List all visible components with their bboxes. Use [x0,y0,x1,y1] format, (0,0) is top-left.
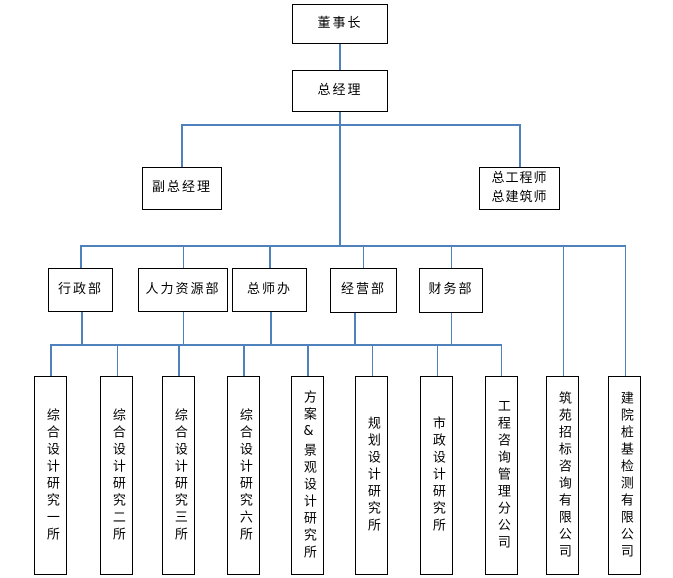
org-node-dept-human-resources: 人力资源部 [138,268,228,312]
division-label: 综合设计研究一所 [43,407,59,544]
division-label: 方案&景观设计研究所 [300,389,316,562]
org-node-division-zhuyuan-bidding: 筑苑招标咨询有限公司 [546,376,579,575]
org-node-chief-engineer-architect: 总工程师 总建筑师 [479,167,560,210]
connector-drop-division-4 [243,344,245,376]
connector-drop-dept-3 [269,246,271,269]
connector-departments-horizontal [80,245,626,247]
org-node-division-municipal-design: 市政设计研究所 [420,376,453,575]
org-node-division-engineering-consulting: 工程咨询管理分公司 [485,376,518,575]
org-node-chairman: 董事长 [292,4,388,44]
org-node-general-manager: 总经理 [292,70,388,112]
division-label: 综合设计研究六所 [236,407,252,544]
connector-divisions-horizontal [50,344,502,346]
org-node-division-design-institute-3: 综合设计研究三所 [162,376,195,575]
org-node-division-design-institute-6: 综合设计研究六所 [227,376,260,575]
org-node-dept-finance: 财务部 [419,268,483,313]
division-label: 建院桩基检测有限公司 [617,390,633,561]
connector-dept-2-down [182,311,184,345]
org-node-division-planning-design: 规划设计研究所 [355,376,388,575]
org-node-division-design-institute-2: 综合设计研究二所 [100,376,133,575]
org-node-dept-chief-engineer-office: 总师办 [232,268,307,312]
connector-drop-dept-4 [362,246,364,269]
chief-architect-label: 总建筑师 [491,189,548,205]
org-node-division-design-institute-1: 综合设计研究一所 [34,376,67,575]
connector-dept-5-down [450,312,452,345]
connector-drop-division-9 [562,246,564,376]
org-node-deputy-general-manager: 副总经理 [142,167,222,210]
connector-drop-dept-1 [80,246,82,269]
connector-drop-deputy [181,124,183,167]
connector-drop-chief [519,124,521,167]
connector-drop-division-5 [307,344,309,376]
connector-drop-division-3 [178,344,180,376]
org-node-division-scheme-landscape: 方案&景观设计研究所 [291,376,324,575]
connector-drop-division-10 [624,246,626,376]
division-label: 筑苑招标咨询有限公司 [555,390,571,561]
connector-drop-division-2 [116,344,118,376]
chief-engineer-label: 总工程师 [491,170,548,186]
org-node-dept-administration: 行政部 [48,268,113,312]
org-node-dept-business: 经营部 [330,268,397,313]
connector-drop-division-7 [436,344,438,376]
connector-drop-dept-2 [182,246,184,269]
connector-drop-division-6 [371,344,373,376]
connector-drop-division-8 [500,344,502,376]
connector-dept-4-down [354,312,356,345]
connector-chairman-gm [339,44,341,70]
connector-dept-3-down [270,311,272,345]
division-label: 综合设计研究二所 [109,407,125,544]
connector-gm-trunk [339,112,341,246]
division-label: 规划设计研究所 [364,416,380,535]
connector-level3-horizontal [181,124,520,126]
connector-dept-1-down [81,311,83,345]
connector-drop-dept-5 [450,246,452,269]
division-label: 市政设计研究所 [429,416,445,535]
connector-drop-division-1 [50,344,52,376]
division-label: 工程咨询管理分公司 [494,399,510,552]
division-label: 综合设计研究三所 [171,407,187,544]
org-node-division-pile-testing: 建院桩基检测有限公司 [608,376,641,575]
